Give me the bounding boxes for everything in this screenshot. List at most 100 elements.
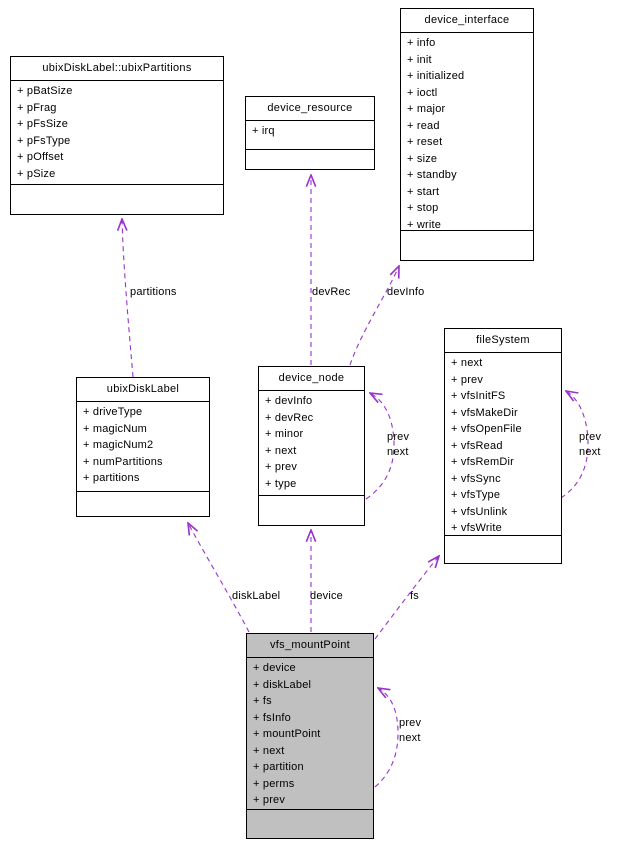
class-box-vfs-mountpoint[interactable]: vfs_mountPoint + device+ diskLabel+ fs+ … — [246, 633, 374, 839]
edge-label-line: next — [387, 446, 409, 458]
class-title: device_resource — [246, 97, 374, 121]
class-field: + mountPoint — [253, 728, 321, 740]
edge-label-line: prev — [387, 431, 410, 443]
edge-mountpoint-self-loop — [374, 688, 399, 788]
class-field: + irq — [252, 125, 275, 137]
class-box-device-resource[interactable]: device_resource + irq — [245, 96, 375, 170]
class-field: + pFsSize — [17, 118, 69, 130]
class-field: + pBatSize — [17, 85, 73, 97]
edge-label-device: device — [310, 590, 343, 602]
class-field: + pSize — [17, 167, 56, 180]
edge-label-device-node-prev-next: prev next — [387, 430, 409, 460]
class-field: + vfsInitFS — [451, 390, 506, 402]
class-fields: + next + prev + vfsInitFS + vfsMakeDir + vfs… — [445, 353, 561, 536]
class-fields: + pBatSize + pFrag + pFsSize + pFsType + pOf… — [11, 81, 223, 185]
edge-label-mountpoint-prev-next: prev next — [399, 716, 421, 746]
class-field: + next — [253, 744, 285, 757]
class-field: + fsInfo — [253, 711, 291, 724]
class-empty-compartment — [259, 496, 364, 525]
class-field: + minor — [265, 428, 304, 440]
class-empty-compartment — [77, 492, 209, 516]
edge-label-devrec: devRec — [312, 286, 351, 298]
class-title: device_node — [259, 367, 364, 391]
edge-label-devinfo: devInfo — [387, 286, 425, 298]
class-field: + perms — [253, 777, 295, 790]
edge-devinfo — [349, 266, 399, 366]
class-field: + numPartitions — [83, 455, 163, 468]
class-field: + size — [407, 152, 438, 165]
class-field: + standby — [407, 169, 457, 181]
class-field: + device — [253, 662, 296, 674]
class-box-ubixdisklabel[interactable]: ubixDiskLabel + driveType + magicNum + mag… — [76, 377, 210, 517]
class-field: + reset — [407, 136, 443, 148]
class-fields: + info + init + initialized + ioctl + major +… — [401, 33, 533, 231]
class-fields: + irq — [246, 121, 374, 150]
class-field: + ioctl — [407, 86, 438, 99]
class-field: + major — [407, 103, 446, 115]
edge-label-disklabel: diskLabel — [232, 590, 281, 602]
class-field: + magicNum — [83, 422, 148, 435]
class-title: device_interface — [401, 9, 533, 33]
class-field: + read — [407, 119, 440, 132]
edge-device-node-self-loop — [365, 393, 395, 500]
edge-label-filesystem-prev-next: prev next — [579, 430, 601, 460]
class-field: + fs — [253, 695, 272, 707]
class-field: + prev — [451, 373, 484, 386]
class-field: + vfsRead — [451, 439, 503, 452]
edge-label-line: prev — [579, 431, 602, 443]
class-field: + pOffset — [17, 151, 64, 163]
class-field: + write — [407, 218, 442, 231]
class-empty-compartment — [11, 185, 223, 214]
class-field: + vfsOpenFile — [451, 423, 522, 435]
class-box-device-node[interactable]: device_node + devInfo + devRec + minor + ne… — [258, 366, 365, 526]
class-field: + next — [265, 444, 297, 457]
class-field: + initialized — [407, 70, 465, 82]
class-field: + vfsUnlink — [451, 505, 508, 518]
class-fields: + devInfo + devRec + minor + next + prev + ty… — [259, 391, 364, 496]
class-empty-compartment — [246, 150, 374, 169]
class-field: + vfsMakeDir — [451, 406, 518, 419]
class-fields: + device + diskLabel + fs + fsInfo + mountPo… — [247, 658, 373, 810]
class-box-device-interface[interactable]: device_interface + info + init + initializ… — [400, 8, 534, 261]
edge-label-fs: fs — [410, 590, 419, 602]
class-field: + vfsSync — [451, 472, 501, 485]
class-empty-compartment — [445, 536, 561, 563]
edge-label-line: next — [579, 446, 601, 458]
class-title: ubixDiskLabel — [77, 378, 209, 402]
class-fields: + driveType + magicNum + magicNum2 + numPar… — [77, 402, 209, 492]
class-field: + stop — [407, 202, 439, 214]
class-field: + pFsType — [17, 134, 71, 147]
class-empty-compartment — [401, 231, 533, 260]
class-field: + prev — [265, 461, 298, 473]
edge-disklabel — [188, 523, 250, 633]
class-field: + vfsType — [451, 489, 501, 501]
class-title: ubixDiskLabel::ubixPartitions — [11, 57, 223, 81]
class-field: + diskLabel — [253, 678, 312, 691]
class-field: + partition — [253, 761, 304, 773]
class-field: + devInfo — [265, 395, 313, 407]
edge-filesystem-self-loop — [560, 391, 589, 499]
class-field: + start — [407, 185, 440, 198]
class-field: + info — [407, 37, 436, 49]
class-field: + pFrag — [17, 101, 57, 114]
class-box-ubixdisklabel-ubixpartitions[interactable]: ubixDiskLabel::ubixPartitions + pBatSize… — [10, 56, 224, 215]
class-field: + partitions — [83, 472, 140, 484]
edge-fs — [374, 556, 439, 640]
class-field: + magicNum2 — [83, 439, 154, 451]
class-field: + vfsRemDir — [451, 456, 515, 468]
class-field: + driveType — [83, 406, 143, 418]
class-box-filesystem[interactable]: fileSystem + next + prev + vfsInitFS + vfsM… — [444, 328, 562, 564]
edge-label-line: prev — [399, 717, 422, 729]
class-field: + vfsWrite — [451, 522, 503, 534]
class-title: vfs_mountPoint — [247, 634, 373, 658]
class-title: fileSystem — [445, 329, 561, 353]
class-field: + next — [451, 357, 483, 369]
class-field: + init — [407, 53, 432, 66]
edge-label-partitions: partitions — [130, 286, 177, 298]
class-field: + type — [265, 477, 297, 490]
class-field: + prev — [253, 794, 286, 806]
class-field: + devRec — [265, 411, 314, 424]
edge-label-line: next — [399, 732, 421, 744]
